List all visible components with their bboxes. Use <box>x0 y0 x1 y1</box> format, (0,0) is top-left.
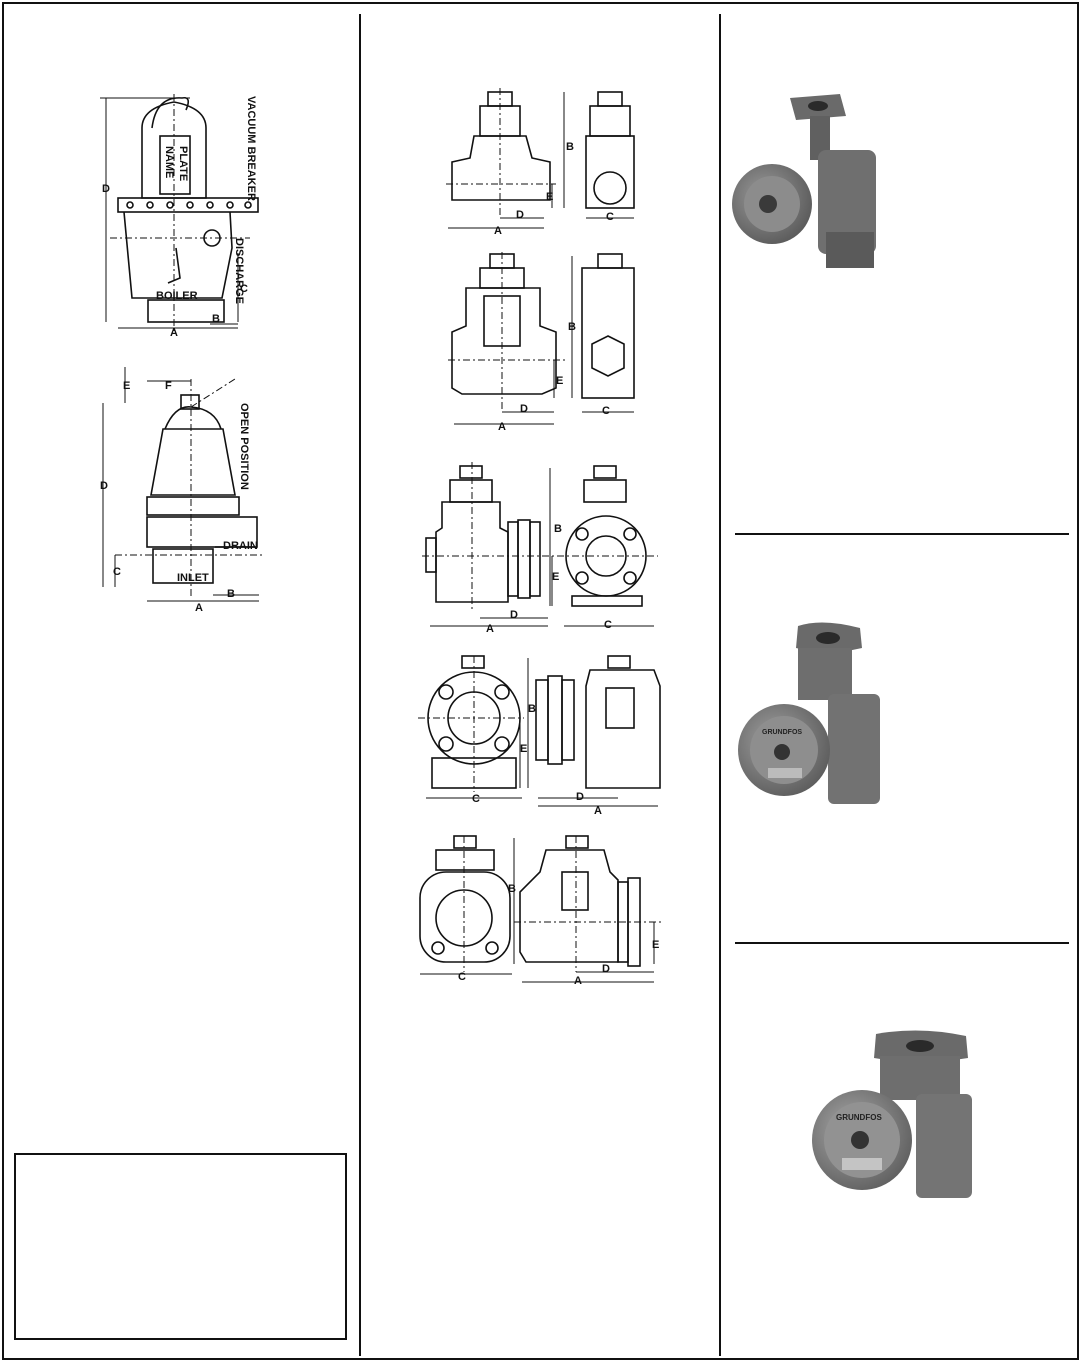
note-box <box>14 1153 347 1340</box>
dim-e-label: E <box>546 191 553 203</box>
dim-b-label: B <box>528 703 536 715</box>
dim-d-label: D <box>602 963 610 975</box>
dim-e-label: E <box>556 375 563 387</box>
trap-figure-5: B C D A E <box>419 835 664 986</box>
pump-photo-1 <box>732 94 876 268</box>
pump-3-brand-label: GRUNDFOS <box>836 1113 882 1122</box>
dim-d-label: D <box>510 609 518 621</box>
dim-d-label: D <box>520 403 528 415</box>
dim-a-label: A <box>195 602 203 614</box>
dim-b-label: B <box>568 321 576 333</box>
dim-e-label: E <box>123 380 130 392</box>
dim-a-label: A <box>494 225 502 236</box>
column-divider-right <box>719 14 721 1356</box>
pump-photo-2: GRUNDFOS <box>738 622 880 804</box>
dim-b-label: B <box>212 313 220 325</box>
inlet-label: INLET <box>177 572 209 584</box>
bolt-row <box>126 201 252 209</box>
drain-label: DRAIN <box>223 540 258 552</box>
dim-e-label: E <box>652 939 659 951</box>
relief-valve-figure-1: D A B C BOILER NAME PLATE VACUUM BREAKER… <box>100 94 259 338</box>
pump-photo-3: GRUNDFOS <box>812 1030 972 1198</box>
dim-f-label: F <box>165 380 172 392</box>
dim-a-label: A <box>574 975 582 986</box>
dim-e-label: E <box>552 571 559 583</box>
dim-b-label: B <box>566 141 574 153</box>
dim-d-label: D <box>102 183 110 195</box>
dim-b-label: B <box>227 588 235 600</box>
trap-figure-1: B A D C E <box>446 88 635 236</box>
dim-e-label: E <box>520 743 527 755</box>
dim-d-label: D <box>516 209 524 221</box>
pump-divider-1 <box>735 533 1069 535</box>
column-divider-left <box>359 14 361 1356</box>
dim-d-label: D <box>576 791 584 803</box>
vacuum-breaker-label: VACUUM BREAKER <box>245 96 257 201</box>
name-plate-label-1: NAME <box>163 146 175 178</box>
dim-a-label: A <box>498 421 506 433</box>
dim-b-label: B <box>508 883 516 895</box>
boiler-label: BOILER <box>156 290 198 302</box>
dim-c-label: C <box>113 566 121 578</box>
pump-divider-2 <box>735 942 1069 944</box>
name-plate <box>159 135 191 195</box>
dim-c-label: C <box>602 405 610 417</box>
pump-2-brand-label: GRUNDFOS <box>762 729 802 736</box>
trap-figure-4: B E C D A <box>418 655 661 814</box>
trap-figure-2: B A D C E <box>448 252 635 433</box>
open-position-label: OPEN POSITION <box>238 403 250 490</box>
dim-a-label: A <box>486 623 494 634</box>
dim-c-label: C <box>240 283 248 295</box>
dim-a-label: A <box>594 805 602 814</box>
relief-valve-figure-2: D E F C A B DRAIN INLET OPEN POSITION <box>100 367 265 614</box>
dim-b-label: B <box>554 523 562 535</box>
dim-a-label: A <box>170 327 178 338</box>
dim-d-label: D <box>100 480 108 492</box>
dim-c-label: C <box>472 793 480 805</box>
name-plate-label-2: PLATE <box>177 146 189 181</box>
dim-c-label: C <box>604 619 612 631</box>
trap-figure-3: B A D C E <box>422 462 658 634</box>
discharge-label: DISCHARGE <box>233 238 245 304</box>
dim-c-label: C <box>606 211 614 223</box>
dim-c-label: C <box>458 971 466 983</box>
